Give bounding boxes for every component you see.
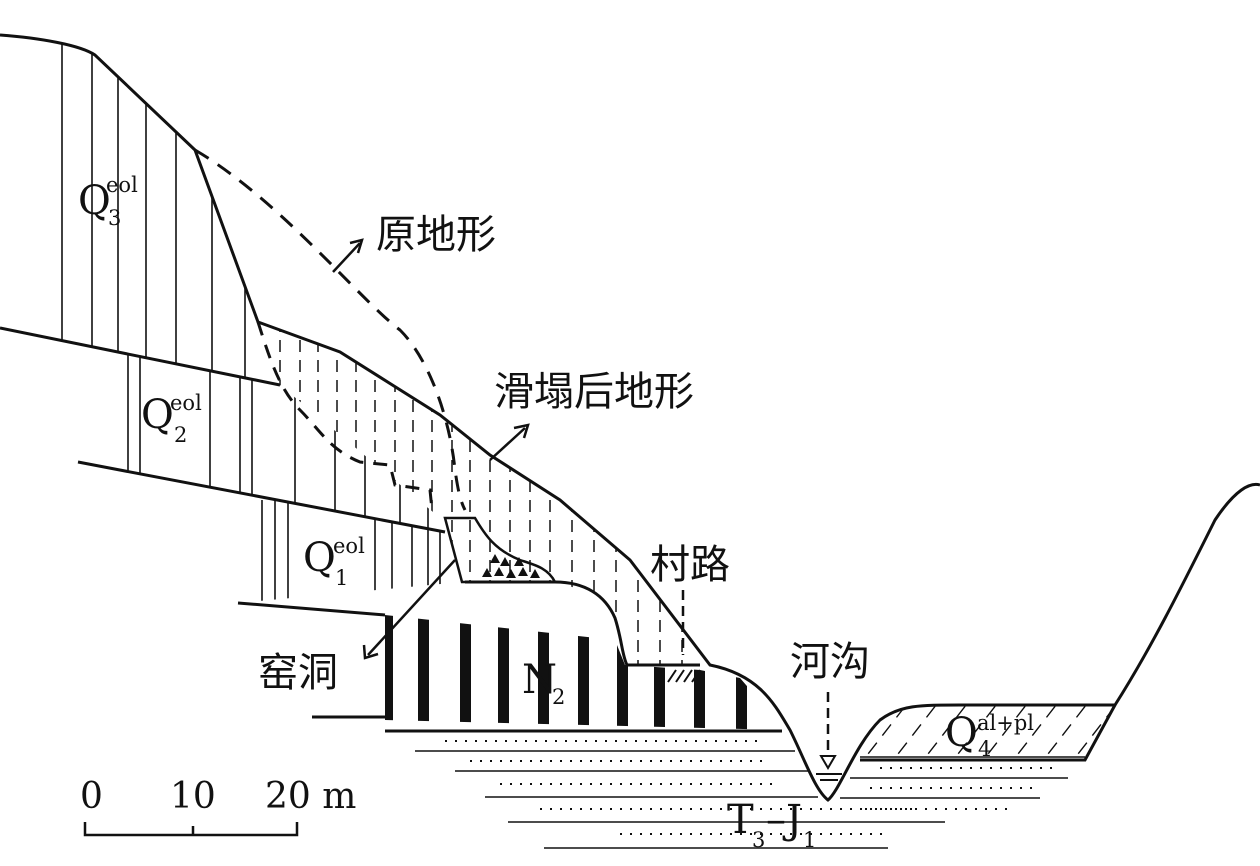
scale-tick-0: 0 — [80, 776, 103, 817]
road-marks — [667, 669, 701, 683]
terrain-outlines — [0, 33, 1260, 802]
label-gully: 河沟 — [790, 639, 870, 685]
label-n2: N 2 — [522, 657, 565, 709]
svg-text:2: 2 — [552, 685, 565, 709]
svg-text:Q: Q — [303, 535, 336, 581]
original-terrain-line — [194, 148, 467, 511]
label-cave-dwelling: 窑洞 — [258, 650, 338, 696]
svg-text:3: 3 — [108, 206, 121, 230]
svg-text:2: 2 — [174, 423, 187, 447]
svg-text:Q: Q — [141, 392, 174, 438]
svg-text:eol: eol — [333, 534, 365, 558]
label-q2: Q eol 2 — [141, 391, 202, 447]
svg-text:4: 4 — [978, 737, 991, 761]
q1-hatching — [261, 500, 441, 603]
label-village-road: 村路 — [650, 542, 730, 588]
label-t3-j1: T 3 –J 1 — [727, 797, 816, 852]
svg-text:N: N — [522, 657, 557, 703]
scale-tick-10: 10 — [170, 776, 216, 817]
svg-text:1: 1 — [335, 566, 348, 590]
label-post-slide-terrain: 滑塌后地形 — [494, 369, 694, 415]
svg-text:Q: Q — [78, 178, 111, 224]
label-q4: Q al+pl 4 — [945, 710, 1034, 761]
svg-text:Q: Q — [945, 710, 978, 756]
svg-text:–J: –J — [766, 797, 802, 843]
scale-tick-20: 20 m — [265, 776, 356, 817]
svg-text:3: 3 — [752, 828, 765, 852]
label-original-terrain: 原地形 — [376, 212, 496, 258]
water-level-icon — [816, 755, 842, 781]
svg-text:al+pl: al+pl — [977, 711, 1034, 735]
svg-text:1: 1 — [803, 828, 816, 852]
slide-scarp-dashed — [256, 321, 434, 511]
label-arrows — [332, 238, 830, 752]
svg-text:eol: eol — [106, 173, 138, 197]
label-q3: Q eol 3 — [78, 173, 138, 230]
q4-lower-boundary — [860, 704, 1117, 762]
label-q1: Q eol 1 — [303, 534, 365, 590]
scale-bar: 0 10 20 m — [80, 776, 356, 837]
svg-text:T: T — [727, 797, 754, 843]
svg-text:eol: eol — [170, 391, 202, 415]
bedrock-dots — [445, 740, 1055, 835]
cave-dwelling — [443, 516, 558, 584]
post-slide-surface — [0, 33, 1260, 802]
